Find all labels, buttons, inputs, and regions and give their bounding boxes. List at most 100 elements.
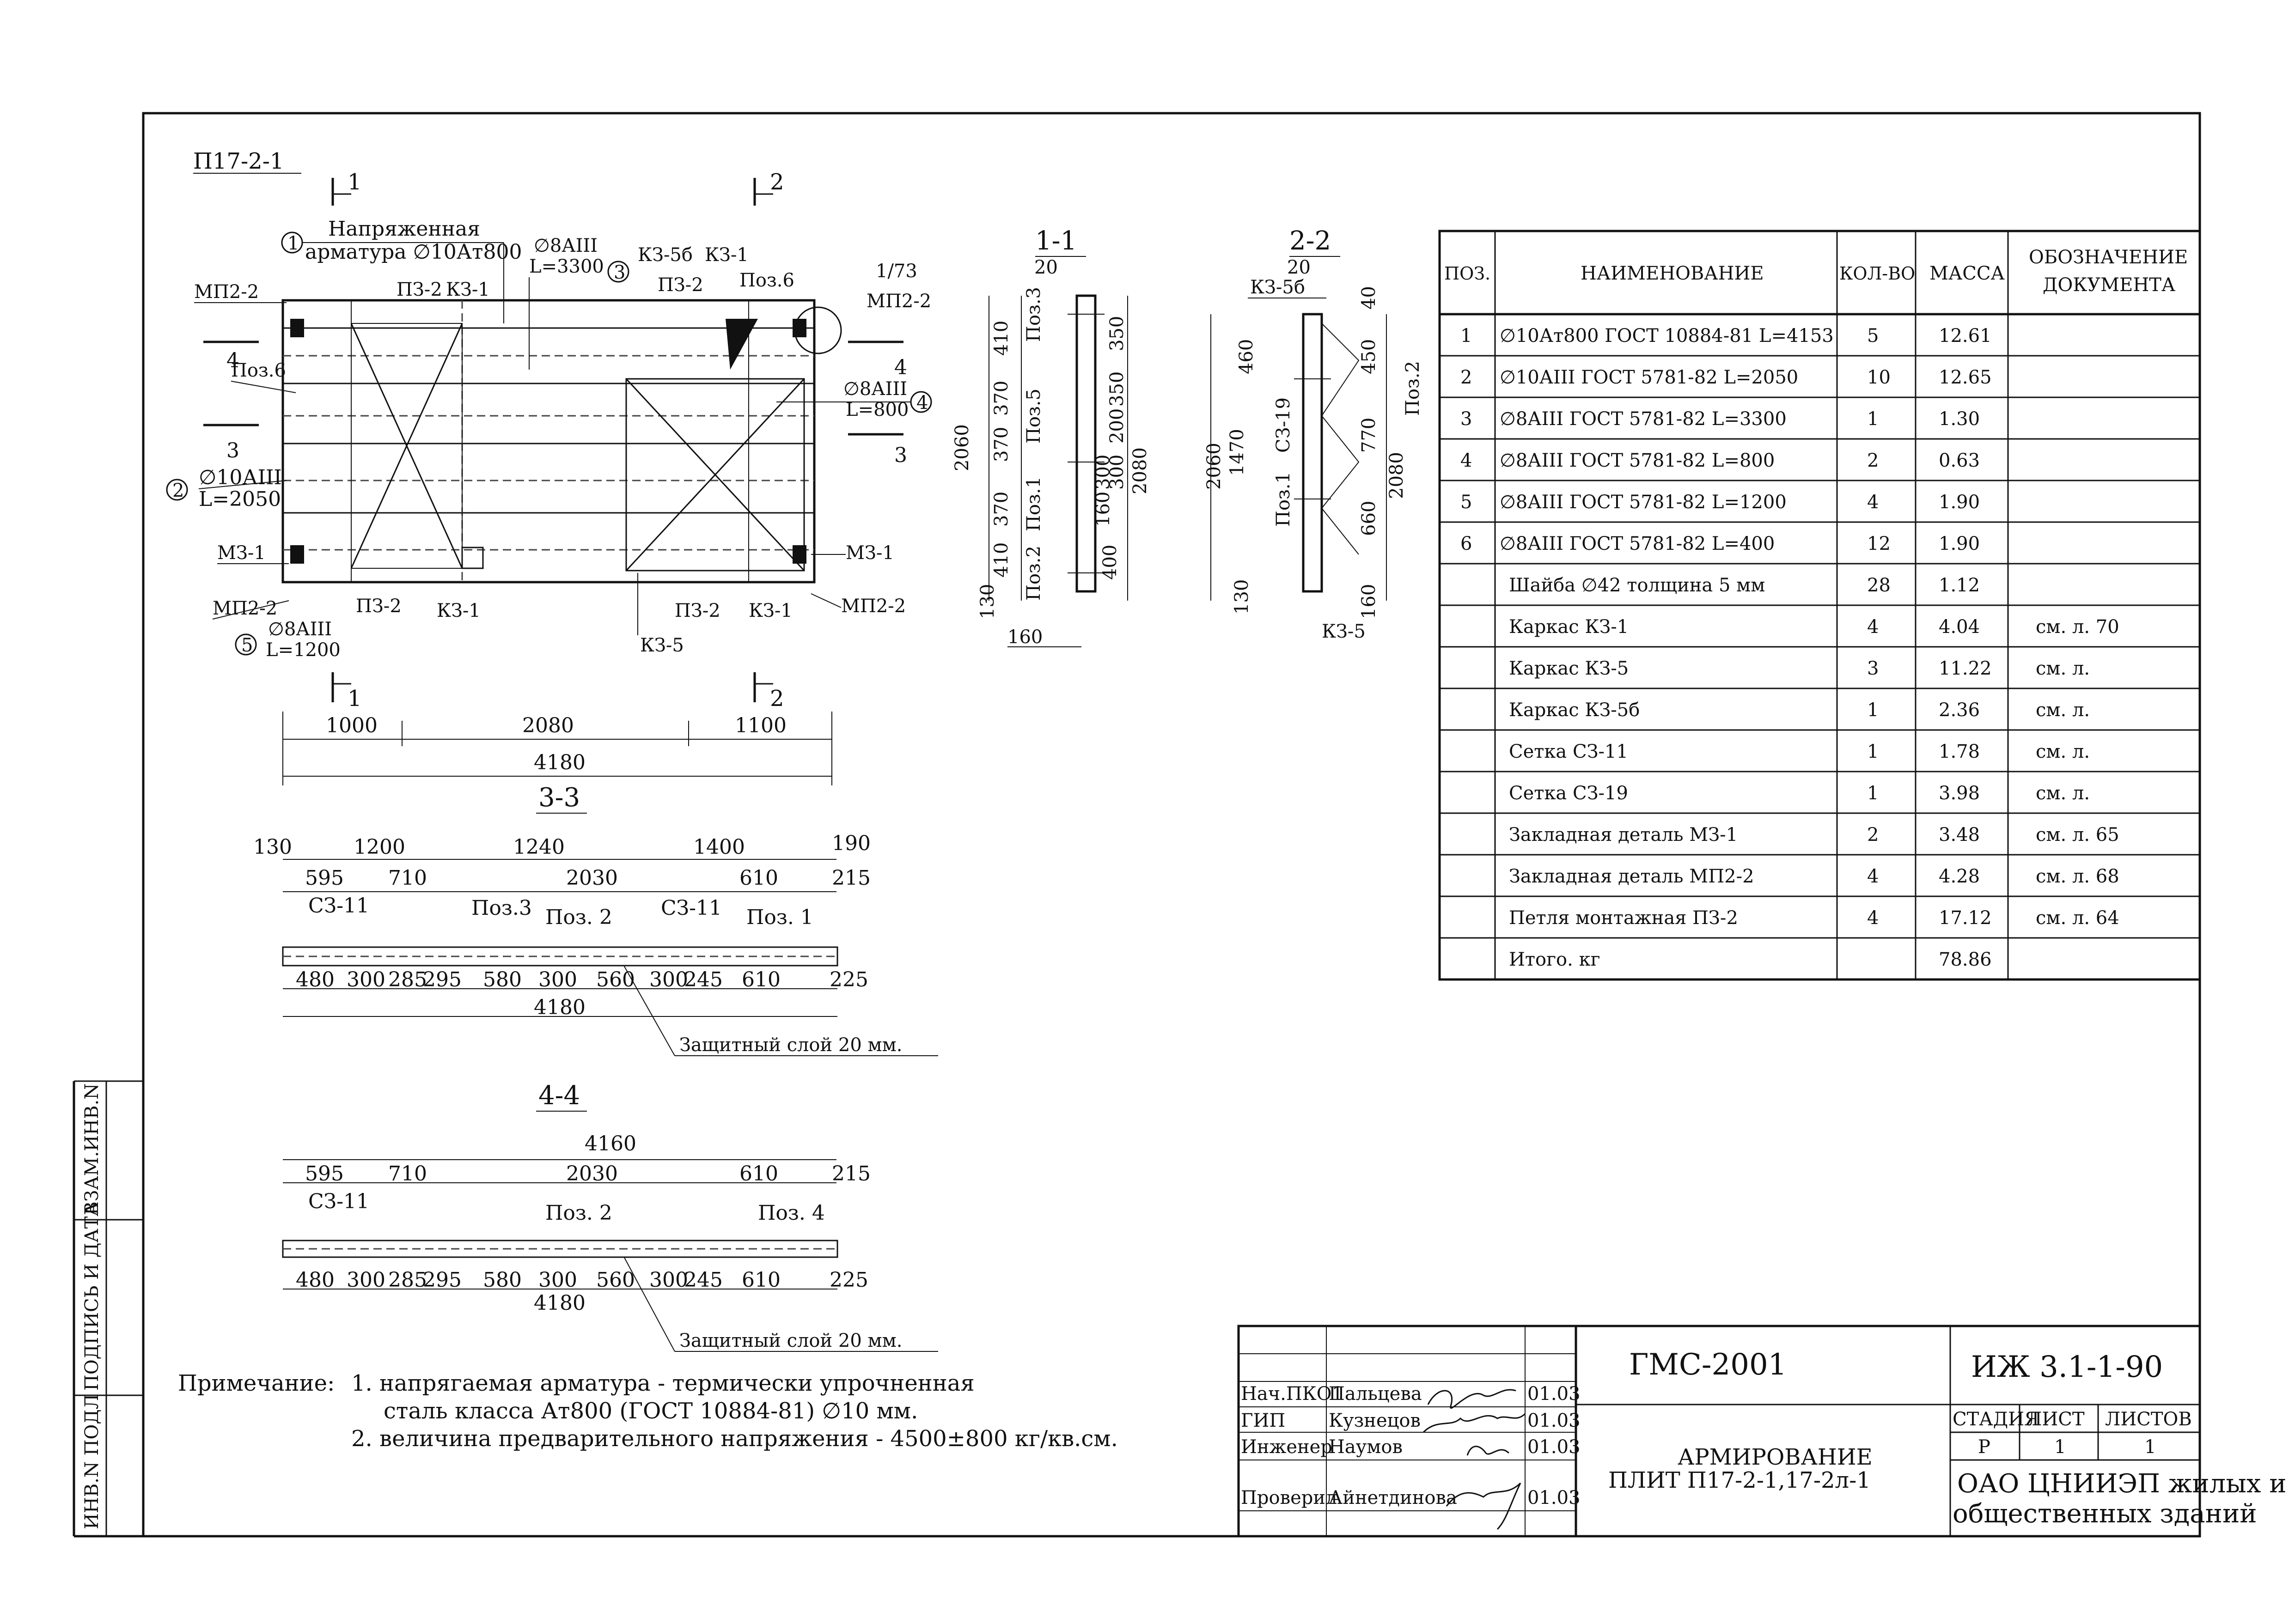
lbl-mp2-2-br: МП2-2 [841,596,906,617]
spec-h-doc-a: ОБОЗНАЧЕНИЕ [2029,247,2188,268]
lbl-p3-2-br: ПЗ-2 [675,600,720,621]
spec-cell-name: Каркас КЗ-1 [1509,616,1629,638]
spec-cell-name: ∅8АIII ГОСТ 5781-82 L=800 [1500,450,1775,471]
spec-cell-mass: 1.30 [1939,408,1980,430]
sec22-c3-19: СЗ-19 [1273,397,1294,453]
tb-sheet: 1 [2054,1436,2066,1458]
sec33-total: 4180 [534,996,586,1019]
spec-cell-doc: см. л. [2036,658,2090,679]
tb-name-2: Наумов [1329,1436,1403,1458]
sec22-k3-5b: КЗ-5б [1250,277,1305,298]
section-1-1: 1-1 20 410 370 370 370 410 2060 130 Поз.… [952,226,1151,648]
spec-cell-mass: 1.12 [1939,575,1980,596]
sec33-bot-10: 225 [830,968,868,991]
spec-cell-qty: 3 [1867,658,1879,679]
sec44-bot-1: 300 [347,1268,385,1292]
sec11-l0: 410 [991,321,1012,356]
lbl-k3-5b: КЗ-5б [638,244,693,266]
sec44-bot-0: 480 [296,1268,335,1292]
signature-2 [1466,1446,1510,1456]
sec22-poz2: Поз.2 [1402,361,1423,416]
lbl-mp2-2-bl: МП2-2 [213,598,277,619]
callout-5-text-b: L=1200 [266,639,341,661]
sec11-r3: 300 [1106,455,1128,490]
sec33-top-2: 1240 [513,835,565,859]
sec44-bot-10: 225 [830,1268,868,1292]
sec33-lbl-2: Поз. 2 [545,906,612,929]
spec-cell-qty: 2 [1867,824,1879,845]
spec-cell-mass: 11.22 [1939,658,1992,679]
lbl-173: 1/73 [876,261,917,282]
sec44-bot-6: 560 [596,1268,635,1292]
sec11-r-total: 2080 [1129,447,1151,494]
sec11-poz2: Поз.2 [1023,546,1044,601]
spec-cell-mass: 17.12 [1939,907,1992,929]
tb-role-1: ГИП [1241,1410,1285,1431]
lbl-p3-2-tl: ПЗ-2 [397,279,442,300]
sec-4-left: 4 [226,349,239,372]
dim-1000: 1000 [326,714,378,737]
spec-cell-qty: 2 [1867,450,1879,471]
sec33-lbl-1: Поз.3 [471,896,532,920]
sec33-mid-2: 2030 [566,866,618,890]
spec-cell-mass: 1.90 [1939,533,1980,554]
sec33-lbl-4: Поз. 1 [746,906,813,929]
sec11-poz1: Поз.1 [1023,476,1044,531]
sec22-d20: 20 [1287,257,1311,278]
lbl-k3-1-top: КЗ-1 [705,244,749,266]
section-2-2: 2-2 20 КЗ-5б 40 460 450 2060 1470 770 20… [1203,226,1423,642]
sec22-d160: 160 [1358,584,1379,619]
sec44-mid-4: 215 [832,1162,871,1186]
tb-org-b: общественных зданий [1953,1499,2257,1529]
sec33-bot-9: 610 [742,968,781,991]
sec-3-right: 3 [894,444,907,467]
spec-cell-name: Закладная деталь МП2-2 [1509,866,1754,887]
spec-h-mass: МАССА [1929,263,2005,284]
spec-cell-mass: 3.98 [1939,783,1980,804]
notes-label: Примечание: [178,1370,335,1396]
tb-date-2: 01.03 [1527,1436,1581,1458]
sec44-bot-3: 295 [423,1268,462,1292]
sec33-bot-7: 300 [649,968,688,991]
sec22-d2080: 2080 [1386,452,1407,499]
spec-cell-name: Сетка СЗ-19 [1509,783,1628,804]
sec44-title: 4-4 [538,1081,580,1111]
signature-0 [1427,1389,1516,1409]
side-podpis: ПОДПИСЬ И ДАТА [81,1202,103,1391]
callout-1-text-a: Напряженная [328,217,480,241]
spec-cell-doc: см. л. 65 [2036,824,2119,845]
sec33-top-1: 1200 [354,835,405,859]
lbl-poz6-top: Поз.6 [739,270,794,291]
spec-cell-qty: 12 [1867,533,1891,554]
sec33-bot-6: 560 [596,968,635,991]
sec11-d160: 160 [1007,626,1043,648]
section-4-4: 4-4 4160 595 710 2030 610 215 СЗ-11 Поз.… [282,1081,938,1352]
tb-doc-code: ИЖ 3.1-1-90 [1971,1350,2163,1384]
spec-cell-pos: 6 [1460,533,1472,554]
sec11-l-total: 2060 [952,424,973,471]
sec44-bot-9: 610 [742,1268,781,1292]
sec33-title: 3-3 [538,783,580,813]
tb-date-0: 01.03 [1527,1383,1581,1405]
notes-line-1: 1. напрягаемая арматура - термически упр… [351,1370,975,1396]
lbl-mp2-2-tr: МП2-2 [867,291,931,312]
sec11-d130: 130 [977,584,998,619]
sec33-bot-8: 245 [684,968,723,991]
sec11-l2: 370 [991,427,1012,462]
sec22-d770: 770 [1358,418,1379,453]
spec-table: ПОЗ. НАИМЕНОВАНИЕ КОЛ-ВО МАССА ОБОЗНАЧЕН… [1444,247,2188,296]
spec-cell-qty: 28 [1867,575,1891,596]
tb-name-3: Айнетдинова [1329,1487,1457,1508]
side-vzam: ВЗАМ.ИНВ.N [81,1083,103,1215]
spec-cell-pos: 4 [1460,450,1472,471]
dim-1100: 1100 [735,714,787,737]
tb-name-0: Пальцева [1329,1383,1422,1405]
spec-cell-name: ∅8АIII ГОСТ 5781-82 L=3300 [1500,408,1787,430]
sec11-r0: 350 [1106,316,1128,351]
spec-h-qty: КОЛ-ВО [1839,263,1915,284]
